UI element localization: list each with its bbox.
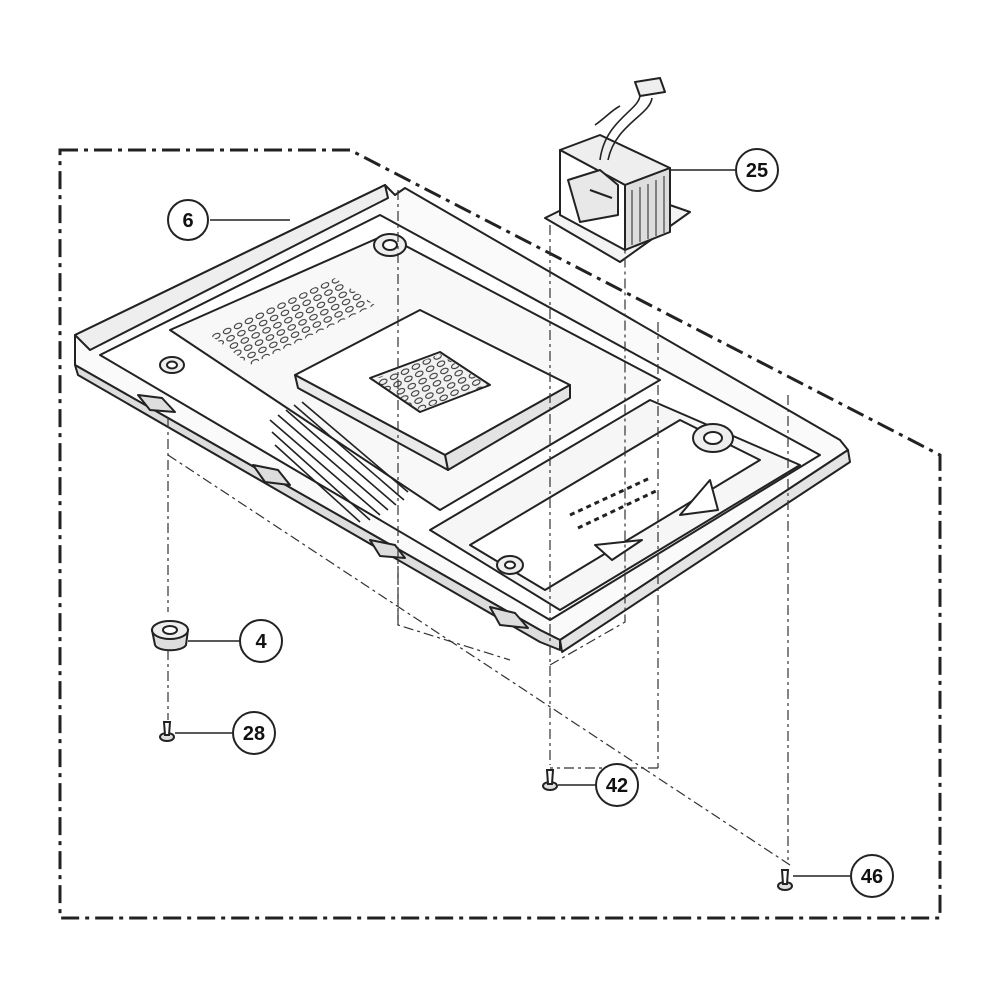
- callout-25: 25: [670, 148, 779, 192]
- assembly-boundary: [58, 148, 942, 920]
- base-plate: [74, 184, 851, 653]
- callout-6-label: 6: [182, 210, 193, 232]
- callout-42-label: 42: [606, 775, 628, 797]
- rubber-foot: [150, 620, 190, 652]
- callout-46: 46: [793, 854, 894, 898]
- callout-6: 6: [167, 199, 290, 241]
- screw-46: [777, 869, 793, 891]
- callout-28: 28: [175, 711, 276, 755]
- callout-4-label: 4: [255, 631, 267, 653]
- callout-42: 42: [558, 763, 639, 807]
- screw-28: [159, 721, 175, 742]
- callout-25-label: 25: [746, 160, 768, 182]
- screw-42: [542, 769, 558, 791]
- callout-28-label: 28: [243, 723, 265, 745]
- transformer: [544, 77, 691, 263]
- assembly-guide-lines: [167, 190, 791, 866]
- callout-4: 4: [188, 619, 283, 663]
- callout-46-label: 46: [861, 866, 883, 888]
